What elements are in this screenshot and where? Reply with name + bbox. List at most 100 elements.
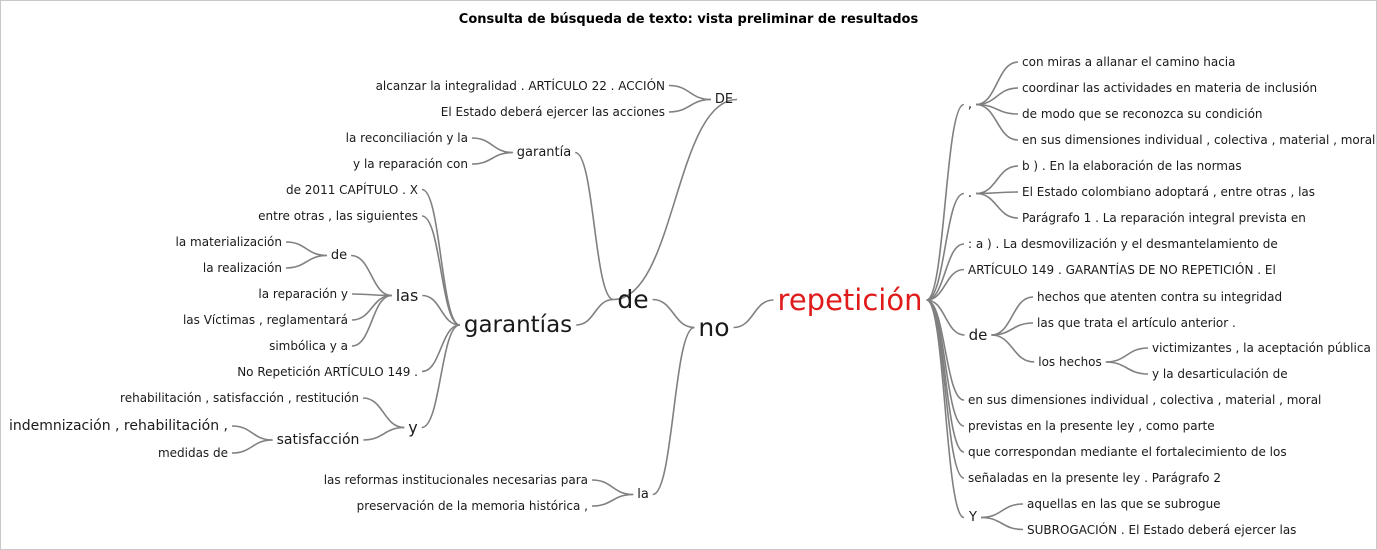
tree-word-hechos-que-atenten-contra-su-int[interactable]: hechos que atenten contra su integridad	[1037, 290, 1282, 304]
tree-word-garantias[interactable]: garantías	[464, 312, 572, 338]
branch-line	[668, 84, 711, 101]
tree-word-de-2011-capitulo-x[interactable]: de 2011 CAPÍTULO . X	[286, 182, 418, 197]
branch-line	[980, 503, 1024, 519]
tree-word-la-materializacion[interactable]: la materialización	[176, 235, 282, 249]
branch-line	[926, 103, 965, 301]
tree-word-las-reformas-institucionales-nec[interactable]: las reformas institucionales necesarias …	[324, 473, 588, 487]
tree-word-y[interactable]: Y	[968, 510, 977, 525]
branch-line	[285, 241, 327, 257]
tree-word-preservacion-de-la-memoria-histo[interactable]: preservación de la memoria histórica ,	[357, 499, 588, 513]
tree-word-no[interactable]: no	[698, 313, 729, 342]
tree-word-rehabilitacion-satisfaccion-rest[interactable]: rehabilitación , satisfacción , restituc…	[120, 391, 359, 405]
word-labels: repetición no de DE alcanzar la integralidad…	[9, 55, 1375, 537]
tree-word-punct[interactable]: .	[968, 186, 972, 201]
branch-line	[975, 61, 1019, 106]
tree-word-subrogacion-el-estado-debera-eje[interactable]: SUBROGACIÓN . El Estado deberá ejercer l…	[1027, 522, 1296, 537]
tree-word-b-en-la-elaboracion-de-las-norma[interactable]: b ) . En la elaboración de las normas	[1022, 159, 1242, 173]
branch-line	[926, 299, 965, 479]
tree-word-satisfaccion[interactable]: satisfacción	[277, 432, 360, 448]
branch-line	[363, 426, 405, 441]
tree-word-a-la-desmovilizacion-y-el-desman[interactable]: : a ) . La desmovilización y el desmante…	[968, 237, 1278, 251]
tree-word-el-estado-debera-ejercer-las-acc[interactable]: El Estado deberá ejercer las acciones	[441, 105, 665, 119]
tree-word-la[interactable]: la	[637, 487, 649, 502]
branch-line	[668, 98, 711, 113]
branch-line	[976, 165, 1019, 195]
branch-line	[576, 298, 614, 326]
page-title: Consulta de búsqueda de texto: vista pre…	[458, 12, 919, 27]
branch-line	[351, 294, 392, 347]
branch-line	[471, 137, 513, 154]
tree-word-coordinar-las-actividades-en-mat[interactable]: coordinar las actividades en materia de …	[1022, 81, 1317, 95]
branch-line	[976, 87, 1019, 106]
branch-line	[926, 299, 965, 519]
tree-word-senaladas-en-la-presente-ley-par[interactable]: señaladas en la presente ley . Parágrafo…	[968, 471, 1221, 485]
branch-line	[421, 324, 461, 429]
tree-word-repeticion[interactable]: repetición	[778, 283, 923, 317]
tree-word-entre-otras-las-siguientes[interactable]: entre otras , las siguientes	[258, 209, 418, 223]
tree-word-las-que-trata-el-articulo-anteri[interactable]: las que trata el artículo anterior .	[1037, 316, 1236, 330]
branch-line	[285, 254, 327, 269]
tree-word-no-repeticion-articulo-149[interactable]: No Repetición ARTÍCULO 149 .	[237, 364, 418, 379]
tree-word-las-victimas-reglamentara[interactable]: las Víctimas , reglamentará	[183, 313, 348, 327]
tree-word-y-la-desarticulacion-de[interactable]: y la desarticulación de	[1152, 367, 1288, 381]
tree-word-de[interactable]: de	[969, 326, 988, 344]
tree-word-aquellas-en-las-que-se-subrogue[interactable]: aquellas en las que se subrogue	[1027, 497, 1221, 511]
tree-word-articulo-149-garantias-de-no-rep[interactable]: ARTÍCULO 149 . GARANTÍAS DE NO REPETICIÓ…	[968, 262, 1276, 277]
tree-word-alcanzar-la-integralidad-articul[interactable]: alcanzar la integralidad . ARTÍCULO 22 .…	[376, 78, 665, 93]
tree-word-y-la-reparacion-con[interactable]: y la reparación con	[353, 157, 468, 171]
branch-line	[926, 192, 965, 301]
branch-line	[231, 425, 273, 441]
tree-word-la-realizacion[interactable]: la realización	[203, 261, 282, 275]
tree-word-los-hechos[interactable]: los hechos	[1038, 355, 1102, 369]
branch-line	[733, 299, 774, 329]
tree-word-victimizantes-la-aceptacion-publ[interactable]: victimizantes , la aceptación pública	[1152, 341, 1371, 355]
branch-line	[421, 324, 460, 373]
tree-word-en-sus-dimensiones-individual-co[interactable]: en sus dimensiones individual , colectiv…	[1022, 133, 1375, 147]
branch-line	[926, 299, 965, 336]
tree-word-garantia[interactable]: garantía	[517, 145, 571, 160]
tree-word-indemnizacion-rehabilitacion[interactable]: indemnización , rehabilitación ,	[9, 418, 228, 434]
branch-line	[1105, 347, 1149, 363]
branch-line	[991, 334, 1035, 363]
branch-lines	[231, 61, 1149, 531]
tree-word-simbolica-y-a[interactable]: simbólica y a	[269, 339, 348, 353]
branch-line	[926, 299, 965, 453]
tree-word-y[interactable]: y	[408, 418, 417, 437]
branch-line	[422, 294, 460, 326]
tree-word-de[interactable]: de	[617, 285, 648, 314]
tree-word-con-miras-a-allanar-el-camino-ha[interactable]: con miras a allanar el camino hacia	[1022, 55, 1236, 69]
tree-word-la-reparacion-y[interactable]: la reparación y	[258, 287, 348, 301]
branch-line	[421, 188, 461, 326]
tree-word-previstas-en-la-presente-ley-com[interactable]: previstas en la presente ley , como part…	[968, 419, 1215, 433]
branch-line	[976, 103, 1019, 141]
branch-line	[574, 151, 614, 301]
tree-word-de-modo-que-se-reconozca-su-cond[interactable]: de modo que se reconozca su condición	[1022, 107, 1263, 121]
branch-line	[362, 397, 405, 429]
branch-line	[652, 326, 695, 496]
tree-word-punct[interactable]: ,	[968, 97, 972, 112]
branch-line	[350, 254, 392, 297]
tree-word-que-correspondan-mediante-el-for[interactable]: que correspondan mediante el fortalecimi…	[968, 445, 1287, 459]
branch-line	[1105, 361, 1149, 375]
tree-word-en-sus-dimensiones-individual-co[interactable]: en sus dimensiones individual , colectiv…	[968, 393, 1321, 407]
branch-line	[613, 98, 738, 301]
branch-line	[926, 268, 965, 301]
branch-line	[471, 151, 513, 165]
branch-line	[421, 215, 461, 326]
branch-line	[652, 298, 695, 329]
tree-word-paragrafo-1-la-reparacion-integr[interactable]: Parágrafo 1 . La reparación integral pre…	[1022, 211, 1306, 225]
tree-word-la-reconciliacion-y-la[interactable]: la reconciliación y la	[346, 131, 468, 145]
branch-line	[591, 479, 634, 496]
branch-line	[231, 439, 273, 454]
tree-word-medidas-de[interactable]: medidas de	[158, 446, 228, 460]
branch-line	[351, 294, 392, 321]
tree-word-las[interactable]: las	[396, 286, 419, 305]
branch-line	[591, 493, 634, 507]
tree-word-el-estado-colombiano-adoptara-en[interactable]: El Estado colombiano adoptará , entre ot…	[1022, 185, 1315, 199]
tree-word-de[interactable]: de	[331, 248, 347, 263]
tree-word-de[interactable]: DE	[715, 92, 733, 107]
branch-line	[991, 322, 1034, 336]
branch-line	[976, 192, 1019, 219]
branch-line	[980, 516, 1024, 531]
